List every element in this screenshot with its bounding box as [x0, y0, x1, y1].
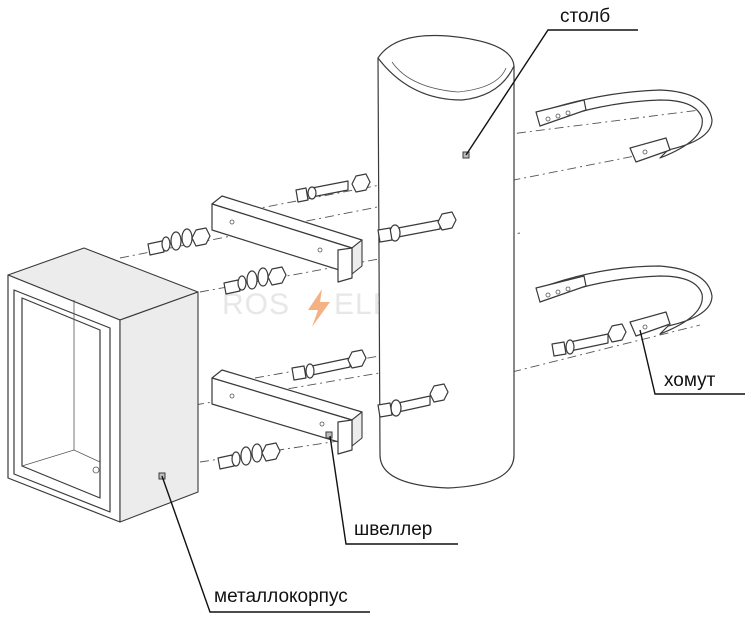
bolt-shank: [569, 333, 609, 352]
washer: [246, 270, 258, 290]
enclosure-frame-outer: [13, 289, 111, 513]
enclosure-side: [119, 291, 199, 523]
bolt-head: [377, 227, 393, 243]
bolt-head: [217, 454, 235, 470]
bolt-head: [551, 341, 567, 357]
washer: [161, 236, 171, 252]
lower-channel-hole: [319, 421, 325, 427]
lower-channel-foot: [337, 419, 353, 455]
lower-clamp-hole: [565, 286, 571, 292]
lower-channel-marker: [325, 431, 333, 439]
bolt-middle: [223, 266, 287, 295]
washer: [240, 446, 252, 466]
nut: [347, 349, 367, 369]
lower-clamp-hole: [555, 289, 561, 295]
washer: [181, 228, 193, 248]
bolt-head: [295, 187, 309, 203]
nut: [607, 323, 627, 343]
nut: [191, 227, 211, 247]
pole-leader: [465, 29, 638, 156]
upper-channel-hole: [317, 247, 323, 253]
bolt-lower: [291, 349, 367, 381]
bolt-head: [147, 240, 165, 256]
bolt-head: [291, 365, 307, 381]
lower-clamp-tab-left: [535, 275, 587, 303]
lower-channel: [211, 369, 363, 455]
upper-clamp-hole: [565, 110, 571, 116]
metal-enclosure: [7, 247, 199, 523]
washer: [565, 339, 575, 355]
axis-upper-bolt: [249, 184, 381, 211]
watermark-bolt: [308, 289, 330, 327]
nut: [267, 266, 287, 286]
upper-clamp: [535, 89, 713, 163]
upper-clamp-tab-left: [535, 99, 587, 127]
washer: [231, 451, 241, 467]
bolt-clamp-lower: [551, 323, 627, 357]
nut: [437, 211, 457, 231]
lower-clamp-hole: [642, 324, 648, 330]
bolt-enclosure-upper: [147, 227, 211, 256]
upper-clamp-hole: [642, 149, 648, 155]
axis-lower-bolt: [254, 354, 386, 379]
bolt-pole-lower: [377, 383, 449, 418]
bolt-enclosure-lower: [217, 442, 281, 470]
washer: [307, 186, 317, 200]
enclosure-hole: [92, 466, 100, 474]
upper-clamp-tab-right: [629, 137, 671, 163]
bolt-shank: [311, 357, 351, 376]
washer: [305, 363, 315, 379]
channel-label: швеллер: [354, 519, 432, 540]
nut: [429, 383, 449, 403]
pole-body: [377, 57, 515, 489]
bolt-head: [377, 402, 393, 418]
upper-clamp-band: [539, 89, 713, 159]
bolt-assemblies: [147, 173, 627, 470]
washer: [170, 231, 182, 251]
bolt-head: [223, 279, 241, 295]
enclosure-label: металлокорпус: [214, 586, 348, 607]
enclosure-leader: [161, 475, 370, 613]
washer: [237, 275, 247, 291]
watermark-left: ROS: [222, 288, 290, 321]
upper-clamp-hole: [555, 113, 561, 119]
lower-channel-hole: [229, 393, 235, 399]
upper-channel: [211, 195, 363, 283]
washer: [257, 267, 269, 287]
nut: [351, 173, 371, 193]
bolt-pole-upper: [377, 211, 457, 243]
pole: [377, 34, 515, 489]
upper-channel-hole: [229, 219, 235, 225]
pole-top-opening: [377, 34, 515, 101]
clamp-label: хомут: [664, 370, 716, 391]
lower-clamp: [535, 265, 713, 337]
washer: [390, 399, 402, 417]
pole-label: столб: [560, 6, 610, 27]
axis-upper-channel: [119, 154, 641, 259]
channel-leader: [329, 435, 458, 545]
upper-clamp-hole: [545, 116, 551, 122]
nut: [261, 442, 281, 462]
pole-inner-edge: [391, 61, 507, 93]
callouts: столб хомут швеллер металлокорпус: [161, 6, 745, 613]
bolt-upper: [295, 173, 371, 203]
washer: [251, 443, 263, 463]
clamp-leader: [639, 329, 745, 395]
lower-clamp-band: [539, 265, 713, 335]
upper-channel-foot: [337, 247, 353, 283]
lower-clamp-hole: [545, 292, 551, 298]
